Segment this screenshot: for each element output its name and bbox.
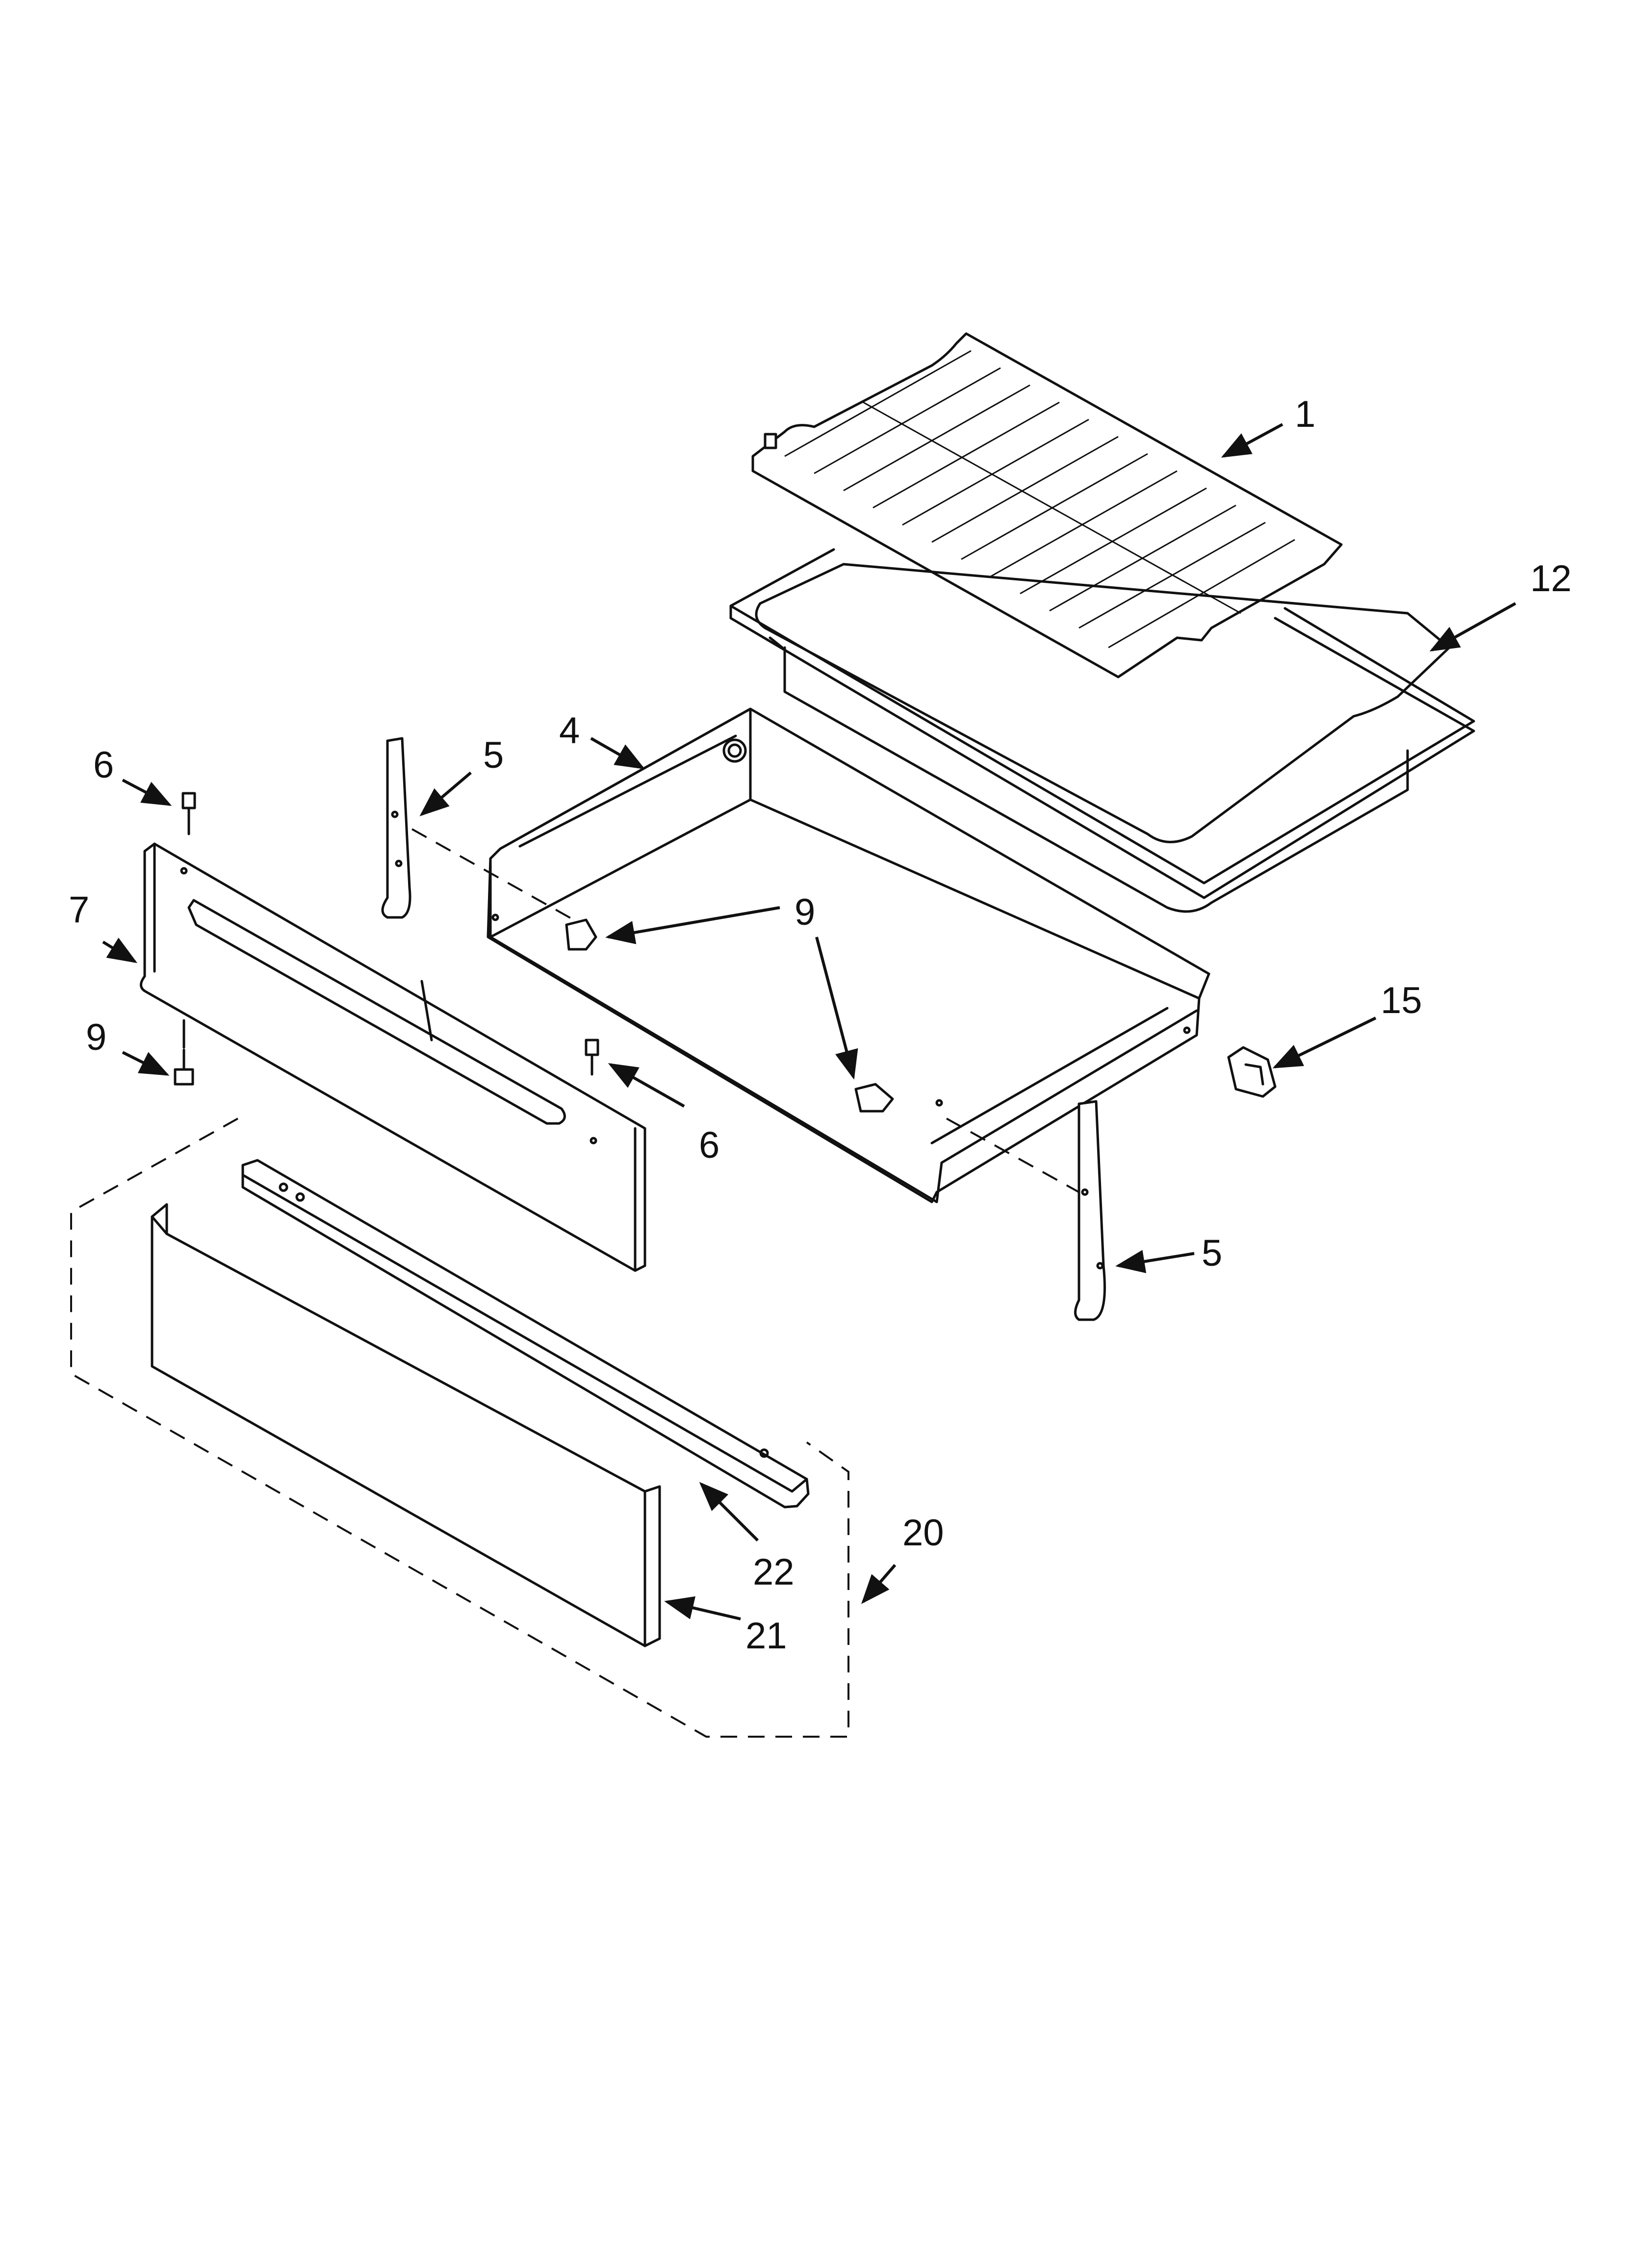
leader-7 xyxy=(102,938,138,964)
leader-1 xyxy=(1221,423,1283,458)
drawer-front-part-7 xyxy=(140,842,646,1272)
rail-part-22 xyxy=(241,1159,810,1509)
leader-9-right xyxy=(815,937,858,1080)
callout-12: 12 xyxy=(1530,558,1572,600)
leader-6-right xyxy=(608,1063,685,1108)
clip-part-15 xyxy=(1227,1046,1277,1098)
callout-5-upper: 5 xyxy=(483,734,504,776)
leader-6-left xyxy=(122,779,172,806)
callout-9-left: 9 xyxy=(86,1017,106,1058)
callout-20: 20 xyxy=(902,1512,944,1554)
leader-5-lower xyxy=(1115,1250,1195,1274)
oven-rack-part-1 xyxy=(751,332,1343,678)
drawer-slide-part-5-lower xyxy=(1074,1100,1106,1321)
callout-15: 15 xyxy=(1381,980,1422,1021)
callout-21: 21 xyxy=(745,1615,787,1657)
leader-4 xyxy=(590,737,645,769)
assembly-line-upper xyxy=(411,828,574,921)
leader-12 xyxy=(1429,602,1516,652)
leader-15 xyxy=(1272,1017,1377,1069)
drawer-slide-part-5-upper xyxy=(381,737,411,919)
screw-part-9-left xyxy=(174,1019,194,1086)
assembly-line-lower xyxy=(946,1118,1079,1193)
screw-part-9-center xyxy=(565,918,597,951)
leader-20 xyxy=(861,1564,897,1604)
leader-21 xyxy=(664,1596,741,1620)
kit-boundary-part-20 xyxy=(70,1118,849,1738)
callout-1: 1 xyxy=(1295,393,1315,435)
callout-6-left: 6 xyxy=(93,744,114,786)
leader-5-upper xyxy=(419,771,472,816)
callout-4: 4 xyxy=(559,710,580,752)
pan-part-12 xyxy=(729,548,1475,913)
callout-22: 22 xyxy=(753,1551,795,1593)
drawer-body-part-4 xyxy=(487,707,1210,1203)
kick-panel-part-21 xyxy=(151,1203,661,1647)
leader-22 xyxy=(699,1482,759,1542)
callout-6-right: 6 xyxy=(699,1124,719,1166)
screw-part-6-right xyxy=(585,1039,599,1076)
callout-9-center: 9 xyxy=(795,891,815,933)
callout-7: 7 xyxy=(69,889,89,931)
leader-9-center xyxy=(605,906,780,944)
leader-9-left xyxy=(122,1051,170,1076)
callout-5-lower: 5 xyxy=(1202,1232,1222,1274)
screw-part-6-left xyxy=(181,792,196,835)
screw-part-9-right xyxy=(854,1083,894,1113)
